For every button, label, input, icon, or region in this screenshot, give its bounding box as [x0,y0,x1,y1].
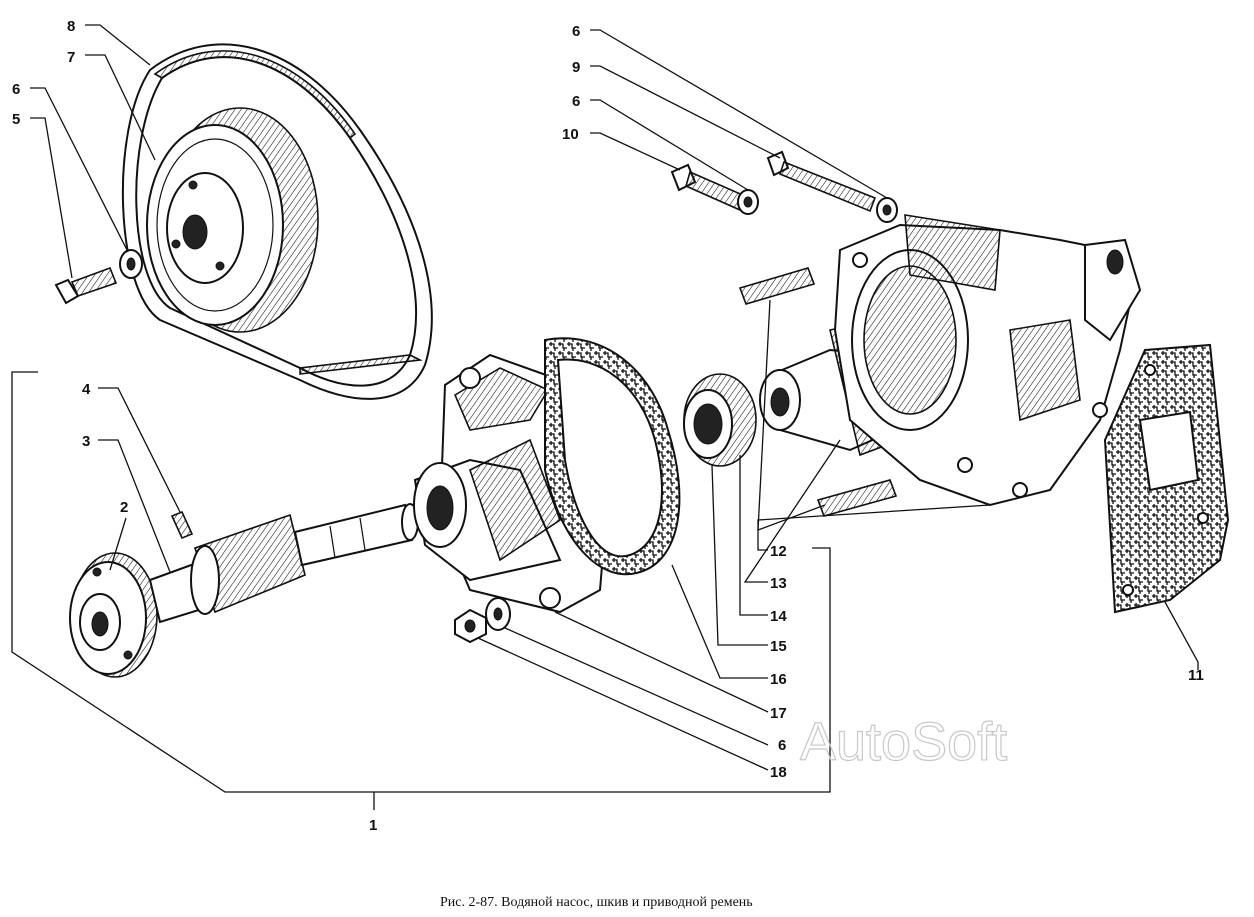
bolt-5 [54,266,118,305]
stud-12-lower [816,479,898,517]
washer-6b [876,197,898,223]
label-14: 14 [770,608,787,625]
label-18: 18 [770,764,787,781]
seal-15 [683,373,757,467]
bolt-10 [670,163,747,212]
stud-12-upper [738,267,816,305]
label-8: 8 [67,18,75,35]
label-6a: 6 [12,81,20,98]
label-12: 12 [770,543,787,560]
label-7: 7 [67,49,75,66]
label-11: 11 [1188,667,1204,684]
pulley [146,107,319,333]
nut-18 [454,608,487,644]
pump-shaft [148,503,419,624]
assembly-bracket-1 [11,371,831,810]
label-15: 15 [770,638,787,655]
leader-lines [30,24,1199,771]
label-3: 3 [82,433,90,450]
watermark: AutoSoft [800,712,1007,772]
label-6b: 6 [572,23,580,40]
key-4 [170,510,194,540]
figure-caption: Рис. 2-87. Водяной насос, шкив и приводн… [440,895,753,910]
washer-6d [485,597,511,631]
label-6d: 6 [778,737,786,754]
gasket-16 [544,337,681,576]
washer-6c [737,189,759,215]
rear-housing [833,214,1142,507]
flange-hub [69,552,158,678]
label-1: 1 [369,817,377,834]
label-4: 4 [82,381,91,398]
label-16: 16 [770,671,787,688]
part-labels: 8 7 6 5 4 3 2 1 6 9 6 10 11 12 13 14 15 … [12,18,1204,834]
label-2: 2 [120,499,128,516]
bolt-9 [766,150,877,213]
label-10: 10 [562,126,579,143]
label-9: 9 [572,59,580,76]
label-17: 17 [770,705,787,722]
washer-6a [119,249,143,279]
gasket-11 [1103,343,1230,614]
label-5: 5 [12,111,20,128]
label-13: 13 [770,575,787,592]
label-6c: 6 [572,93,580,110]
